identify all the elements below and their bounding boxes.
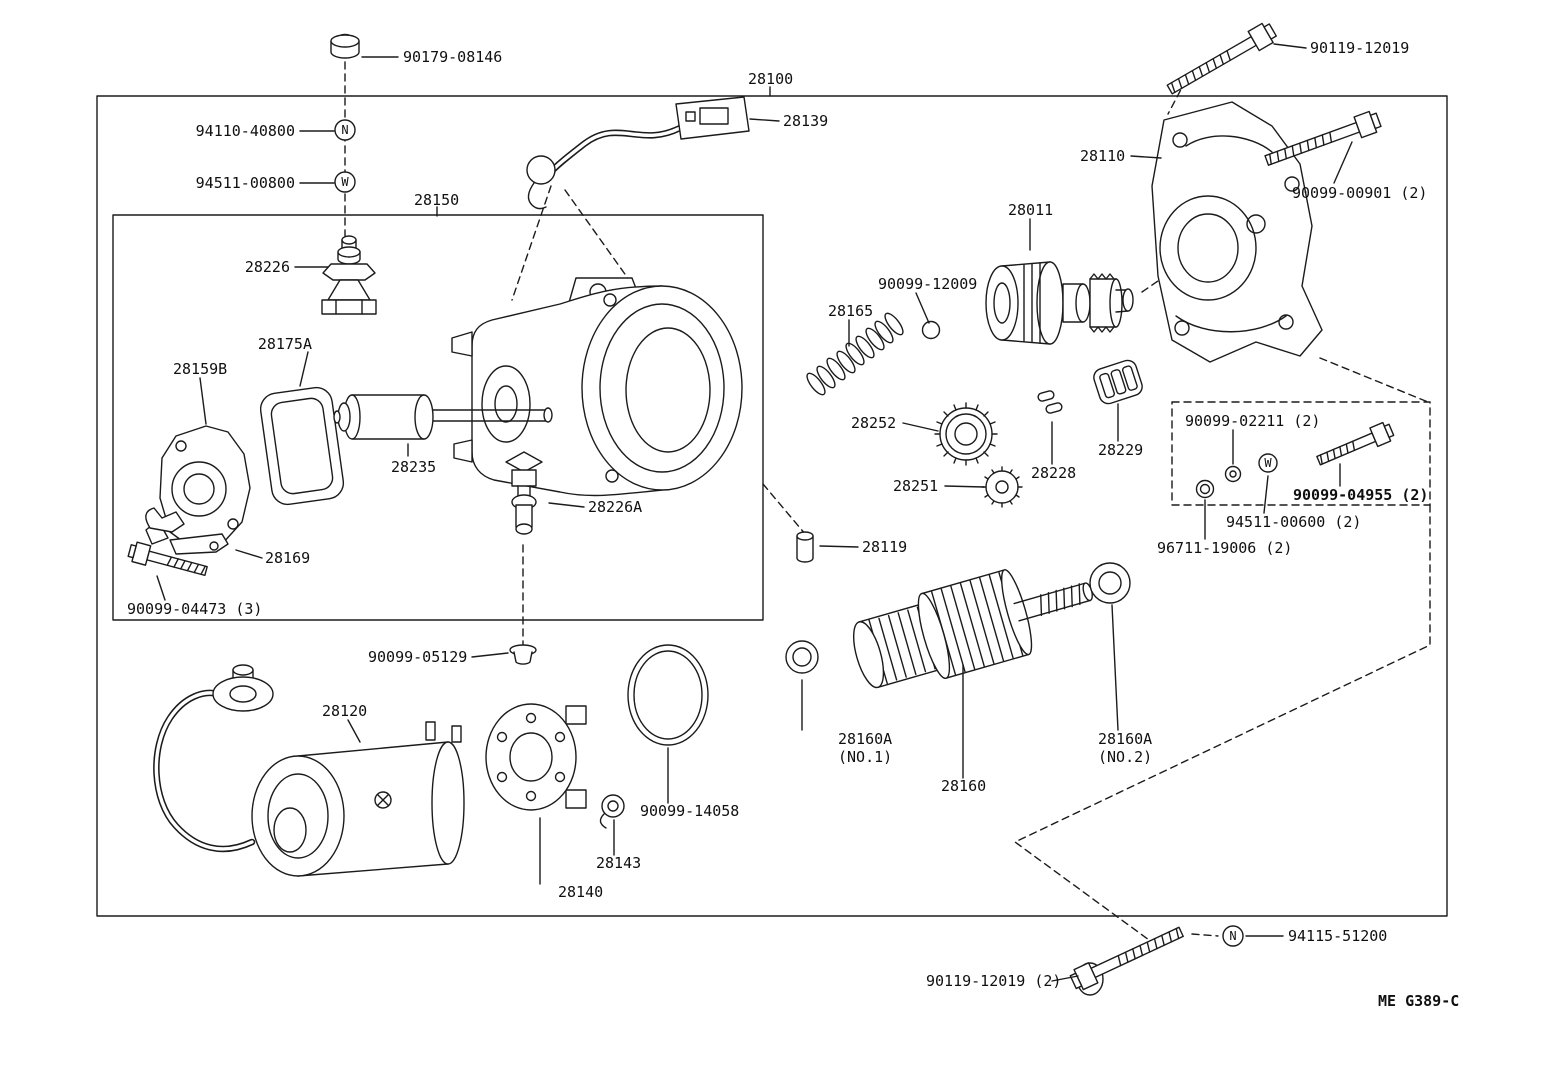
label-90099-05129: 90099-05129 — [368, 648, 467, 666]
label-96711-19006: 96711-19006 (2) — [1157, 539, 1292, 557]
part-94511-00600-washer — [1224, 465, 1242, 483]
subassembly-frame-28150 — [112, 214, 764, 621]
dashed-guides — [344, 61, 1431, 949]
label-28159b: 28159B — [173, 360, 227, 378]
part-28226a-switch — [505, 451, 543, 535]
outer-frame — [96, 95, 1448, 917]
figure-code: ME G389-C — [1378, 992, 1459, 1010]
label-90119-12019: 90119-12019 — [1310, 39, 1409, 57]
part-28160a-bearing-2 — [1089, 562, 1131, 604]
label-28235: 28235 — [391, 458, 436, 476]
part-28175a-gasket — [259, 386, 345, 506]
part-28165-spring — [806, 312, 904, 396]
label-28229: 28229 — [1098, 441, 1143, 459]
marker-w-top-letter: W — [341, 175, 349, 189]
label-90099-04473: 90099-04473 (3) — [127, 600, 262, 618]
part-90099-05129-grommet — [509, 644, 537, 665]
part-28119-pin — [796, 531, 814, 563]
label-90119-12019-2: 90119-12019 (2) — [926, 972, 1061, 990]
part-90119-12019-bolt-bottom — [1067, 921, 1187, 996]
label-28119: 28119 — [862, 538, 907, 556]
label-28175a: 28175A — [258, 335, 312, 353]
marker-w-mid-letter: W — [1264, 456, 1272, 470]
label-28160a-no1-sub: (NO.1) — [838, 748, 892, 766]
label-90099-12009: 90099-12009 — [878, 275, 977, 293]
label-28226: 28226 — [245, 258, 290, 276]
label-28226a: 28226A — [588, 498, 642, 516]
label-94511-00600: 94511-00600 (2) — [1226, 513, 1361, 531]
part-number-labels: 90179-08146 94110-40800 94511-00800 2815… — [127, 39, 1459, 1010]
label-28160a-no1: 28160A — [838, 730, 892, 748]
label-28150: 28150 — [414, 191, 459, 209]
label-28228: 28228 — [1031, 464, 1076, 482]
label-28140: 28140 — [558, 883, 603, 901]
label-28011: 28011 — [1008, 201, 1053, 219]
label-94115-51200: 94115-51200 — [1288, 927, 1387, 945]
marker-n-top: N — [334, 119, 356, 141]
label-28110: 28110 — [1080, 147, 1125, 165]
part-90099-14058-o-ring — [627, 644, 709, 746]
part-28226-terminal — [321, 235, 377, 315]
label-94110-40800: 94110-40800 — [196, 122, 295, 140]
label-94511-00800: 94511-00800 — [196, 174, 295, 192]
marker-w-mid: W — [1258, 453, 1278, 473]
part-96711-19006-ring — [1195, 479, 1215, 499]
part-top-nut — [330, 33, 360, 59]
leader-lines — [156, 43, 1353, 982]
label-90179-08146: 90179-08146 — [403, 48, 502, 66]
part-28229-bearing-cage — [1093, 359, 1143, 405]
part-28120-solenoid — [153, 664, 465, 877]
part-28011-clutch — [985, 261, 1134, 345]
label-28120: 28120 — [322, 702, 367, 720]
label-28252: 28252 — [851, 414, 896, 432]
marker-n-bottom-letter: N — [1229, 929, 1236, 943]
part-90099-04955-bolt — [1314, 419, 1396, 471]
marker-w-top: W — [334, 171, 356, 193]
part-28159b-end-frame — [145, 425, 251, 549]
label-90099-14058: 90099-14058 — [640, 802, 739, 820]
part-28140-end-plate — [485, 703, 587, 811]
label-28160a-no2: 28160A — [1098, 730, 1152, 748]
label-28251: 28251 — [893, 477, 938, 495]
part-28235-plunger — [333, 394, 553, 440]
label-90099-00901: 90099-00901 (2) — [1292, 184, 1427, 202]
part-28110-bracket — [1151, 101, 1323, 363]
label-28165: 28165 — [828, 302, 873, 320]
part-90119-12019-bolt-top — [1163, 19, 1279, 100]
part-28160-armature — [852, 569, 1093, 689]
label-28160: 28160 — [941, 777, 986, 795]
part-28252-gear — [934, 402, 998, 466]
part-drive-housing — [451, 277, 743, 497]
label-28160a-no2-sub: (NO.2) — [1098, 748, 1152, 766]
part-28139-lead-wire — [526, 96, 750, 210]
label-28139: 28139 — [783, 112, 828, 130]
part-28160a-bearing-1 — [785, 640, 819, 674]
label-90099-02211: 90099-02211 (2) — [1185, 412, 1320, 430]
part-28228-rollers — [1037, 390, 1063, 414]
part-90099-12009-ball — [921, 320, 941, 340]
part-28143-brush-spring — [599, 794, 625, 829]
marker-n-top-letter: N — [341, 123, 348, 137]
label-90099-04955: 90099-04955 (2) — [1293, 486, 1428, 504]
label-28169: 28169 — [265, 549, 310, 567]
label-28143: 28143 — [596, 854, 641, 872]
marker-n-bottom: N — [1222, 925, 1244, 947]
part-28169-clamp — [145, 507, 229, 555]
part-28251-gear — [981, 466, 1023, 508]
label-28100: 28100 — [748, 70, 793, 88]
